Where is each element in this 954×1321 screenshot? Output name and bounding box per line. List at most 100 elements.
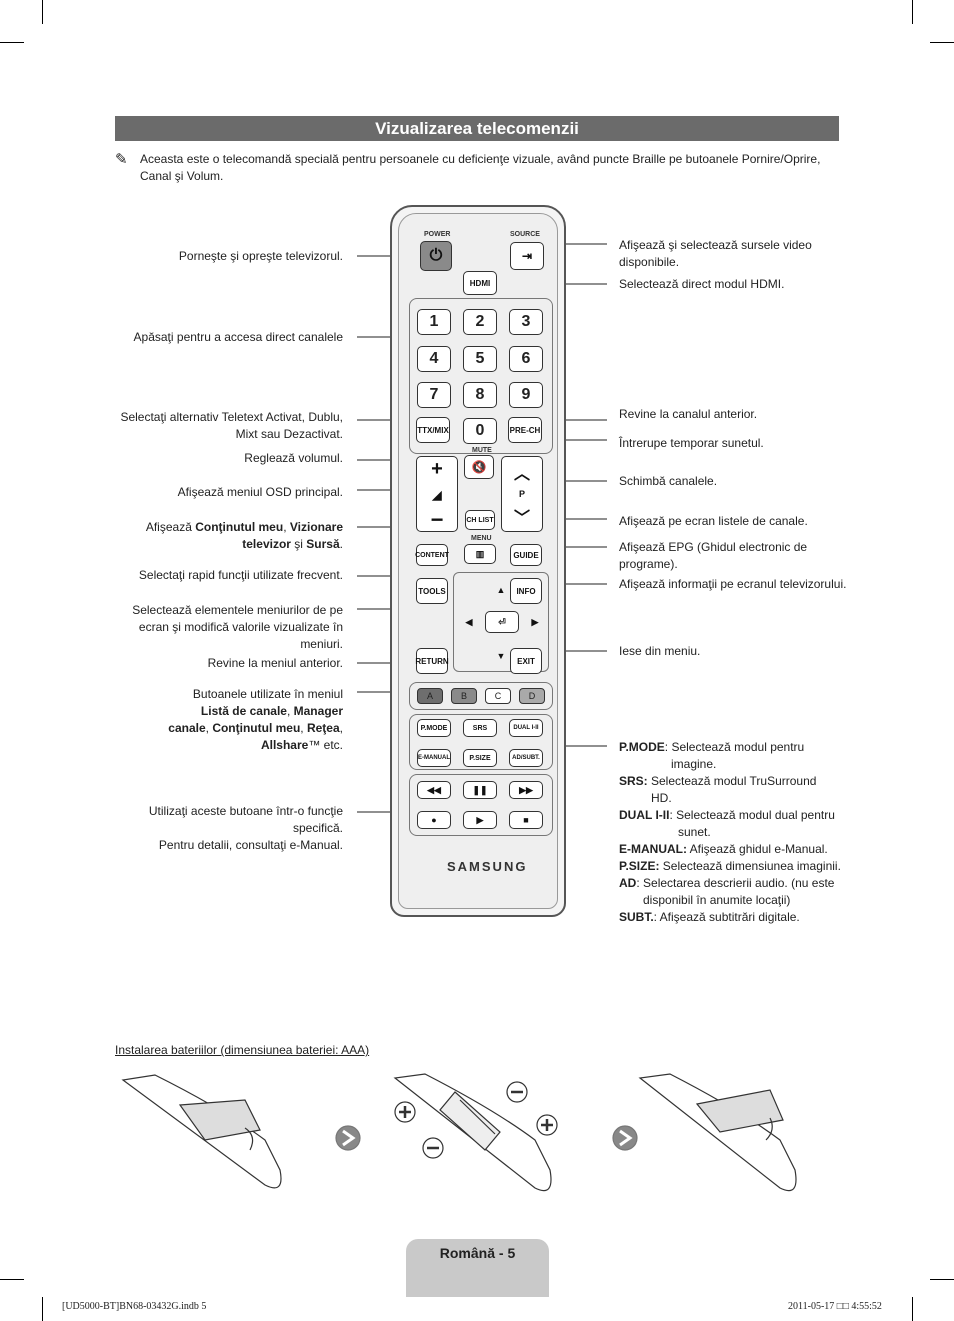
- play-button[interactable]: ▶: [463, 811, 497, 829]
- function-buttons-group: P.MODE SRS DUAL I-II E-MANUAL P.SIZE AD/…: [409, 714, 553, 770]
- label-subt-key: SUBT.: [619, 910, 654, 924]
- rewind-icon: ◀◀: [427, 784, 441, 795]
- label-power: Porneşte şi opreşte televizorul.: [178, 249, 343, 263]
- label-chlist: Afişează pe ecran listele de canale.: [619, 514, 808, 528]
- exit-button[interactable]: EXIT: [510, 648, 542, 674]
- label-guide-line1: Afişează EPG (Ghidul electronic de: [619, 540, 808, 554]
- arrow-left-icon: ◀: [465, 616, 473, 627]
- nav-pad: ▲ ▼ ◀ ▶ ⏎: [453, 572, 549, 672]
- pause-button[interactable]: ❚❚: [463, 781, 497, 799]
- return-button[interactable]: RETURN: [415, 648, 449, 674]
- label-dual-key: DUAL I-II: [619, 808, 670, 822]
- note-text: Aceasta este o telecomandă specială pent…: [140, 152, 821, 183]
- p-mode-button[interactable]: P.MODE: [417, 719, 451, 737]
- content-button[interactable]: CONTENT: [415, 544, 449, 566]
- color-button-b[interactable]: B: [451, 688, 477, 704]
- power-button[interactable]: ⏻: [420, 241, 452, 271]
- battery-step-3: [638, 1073, 797, 1192]
- arrow-right-icon: [335, 1125, 361, 1151]
- channel-down-icon: ﹀: [513, 510, 530, 527]
- fast-forward-button[interactable]: ▶▶: [509, 781, 543, 799]
- channel-rocker[interactable]: ︿ P ﹀: [501, 456, 543, 532]
- volume-down-icon: −: [430, 507, 444, 532]
- print-file-info: [UD5000-BT]BN68-03432G.indb 5: [62, 1301, 207, 1312]
- mute-button[interactable]: 🔇: [464, 455, 494, 479]
- dual-button[interactable]: DUAL I-II: [509, 719, 543, 737]
- p-size-button[interactable]: P.SIZE: [463, 749, 497, 767]
- label-subt-value: : Afişează subtitrări digitale.: [653, 910, 800, 924]
- play-icon: ▶: [476, 814, 484, 825]
- color-button-d[interactable]: D: [519, 688, 545, 704]
- volume-rocker[interactable]: + ◢ −: [416, 456, 458, 532]
- ad-subt-button[interactable]: AD/SUBT.: [509, 749, 543, 767]
- battery-install-illustrations: [121, 1073, 797, 1192]
- number-button-3[interactable]: 3: [509, 309, 543, 335]
- stop-button[interactable]: ■: [509, 811, 543, 829]
- label-content-b3: televizor: [242, 537, 291, 551]
- source-label: SOURCE: [510, 231, 540, 238]
- source-button[interactable]: ⇥: [510, 242, 544, 270]
- label-color-sep: ,: [205, 721, 213, 735]
- pre-ch-button[interactable]: PRE-CH: [508, 417, 542, 443]
- fast-forward-icon: ▶▶: [519, 784, 533, 795]
- number-button-0[interactable]: 0: [463, 418, 497, 444]
- page-number: Română - 5: [439, 1245, 516, 1261]
- label-psize-value: Selectează dimensiunea imaginii.: [659, 859, 841, 873]
- e-manual-button[interactable]: E-MANUAL: [417, 749, 451, 767]
- pencil-note-icon: ✎: [115, 151, 128, 168]
- label-color-b1: Listă de canale: [200, 704, 287, 718]
- label-color-line1: Butoanele utilizate în meniul: [192, 687, 343, 701]
- number-button-5[interactable]: 5: [463, 346, 497, 372]
- label-prech: Revine la canalul anterior.: [619, 407, 758, 421]
- label-color-b4: Conţinutul meu: [212, 721, 301, 735]
- battery-step-2: [393, 1073, 558, 1192]
- number-button-2[interactable]: 2: [463, 309, 497, 335]
- number-button-8[interactable]: 8: [463, 382, 497, 408]
- label-srs-key: SRS:: [619, 774, 648, 788]
- arrow-down-icon: ▼: [496, 651, 506, 661]
- guide-button[interactable]: GUIDE: [510, 544, 542, 566]
- crop-mark: [0, 1279, 24, 1280]
- hdmi-button[interactable]: HDMI: [463, 271, 497, 295]
- enter-button[interactable]: ⏎: [485, 611, 519, 633]
- srs-button[interactable]: SRS: [463, 719, 497, 737]
- enter-icon: ⏎: [498, 616, 506, 627]
- nav-right-button[interactable]: ▶: [522, 611, 548, 633]
- number-button-6[interactable]: 6: [509, 346, 543, 372]
- label-ad-key: AD: [619, 876, 637, 890]
- label-nav-line3: meniuri.: [300, 637, 343, 651]
- number-button-7[interactable]: 7: [417, 382, 451, 408]
- label-content-sep: ,: [283, 520, 290, 534]
- nav-down-button[interactable]: ▼: [484, 645, 518, 667]
- record-icon: ●: [431, 815, 437, 825]
- label-nav-line2: ecran şi modifică valorile vizualizate î…: [138, 620, 343, 634]
- record-button[interactable]: ●: [417, 811, 451, 829]
- label-content-pre: Afişează: [145, 520, 196, 534]
- menu-button[interactable]: ▥: [464, 544, 496, 564]
- tools-button[interactable]: TOOLS: [416, 578, 448, 604]
- number-button-9[interactable]: 9: [509, 382, 543, 408]
- crop-mark: [42, 0, 43, 24]
- label-source-line1: Afişează şi selectează sursele video: [619, 238, 812, 252]
- number-button-1[interactable]: 1: [417, 309, 451, 335]
- label-content-mid: şi: [290, 537, 307, 551]
- label-guide: Afişează EPG (Ghidul electronic de progr…: [619, 539, 849, 573]
- nav-left-button[interactable]: ◀: [456, 611, 482, 633]
- label-pmode-key: P.MODE: [619, 740, 665, 754]
- number-button-4[interactable]: 4: [417, 346, 451, 372]
- battery-heading: Instalarea bateriilor (dimensiunea bater…: [115, 1043, 370, 1057]
- rewind-button[interactable]: ◀◀: [417, 781, 451, 799]
- mute-label: MUTE: [472, 447, 492, 454]
- ch-list-button[interactable]: CH LIST: [465, 510, 495, 530]
- ttx-mix-button[interactable]: TTX/MIX: [416, 417, 450, 443]
- menu-icon: ▥: [475, 548, 485, 559]
- menu-label: MENU: [471, 535, 492, 542]
- volume-up-icon: +: [431, 458, 443, 480]
- info-button[interactable]: INFO: [510, 578, 542, 604]
- color-button-a[interactable]: A: [417, 688, 443, 704]
- nav-up-button[interactable]: ▲: [484, 579, 518, 601]
- label-ad-value2: disponibil în anumite locaţii): [643, 893, 791, 907]
- label-media-line1: Utilizaţi aceste butoane într-o funcţie: [148, 804, 343, 818]
- label-mute: Întrerupe temporar sunetul.: [619, 436, 764, 450]
- color-button-c[interactable]: C: [485, 688, 511, 704]
